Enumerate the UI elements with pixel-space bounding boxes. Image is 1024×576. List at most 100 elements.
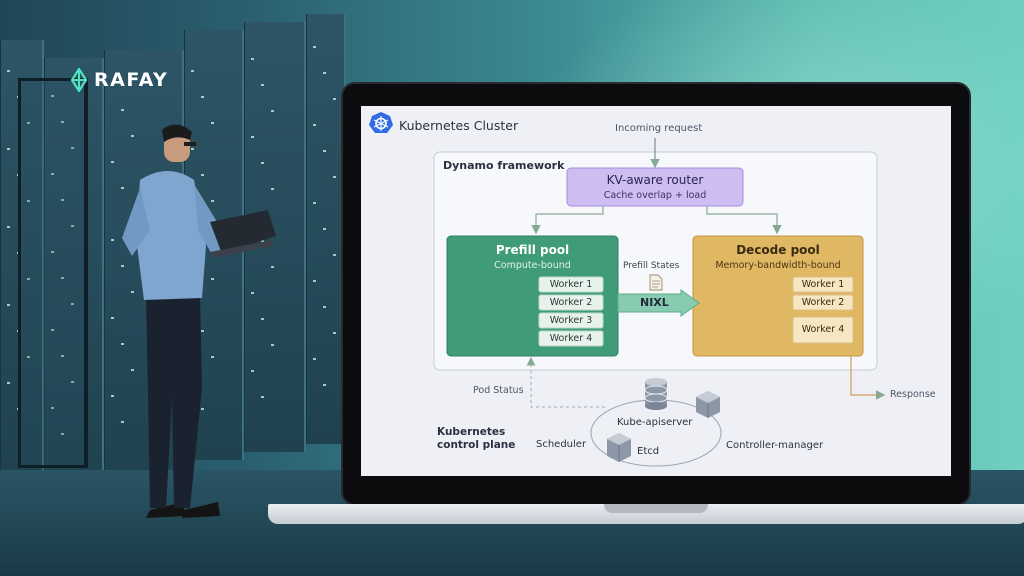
rack-led xyxy=(27,122,30,124)
decode-worker-label: Worker 4 xyxy=(801,324,845,335)
rack-led xyxy=(333,332,336,334)
rack-led xyxy=(121,187,124,189)
rack-led xyxy=(51,251,54,253)
rack-led xyxy=(61,199,64,201)
prefill-worker[interactable] xyxy=(538,294,604,311)
server-rack xyxy=(0,40,44,470)
rack-led xyxy=(211,356,214,358)
rack-led xyxy=(61,355,64,357)
server-cube-icon xyxy=(607,433,631,462)
server-rack xyxy=(306,14,346,444)
kv-router-box[interactable] xyxy=(566,167,744,207)
rack-led xyxy=(323,306,326,308)
rack-led xyxy=(7,382,10,384)
prefill-states-label: Prefill States xyxy=(623,261,680,271)
rafay-logo-icon xyxy=(70,68,88,92)
rack-led xyxy=(27,356,30,358)
prefill-worker-label: Worker 1 xyxy=(549,279,593,290)
rack-led xyxy=(201,330,204,332)
pod-status-label: Pod Status xyxy=(473,385,524,396)
nixl-transfer-arrow xyxy=(617,289,700,317)
rack-led xyxy=(71,225,74,227)
rack-led xyxy=(251,58,254,60)
person-with-laptop xyxy=(122,124,276,518)
rack-led xyxy=(111,395,114,397)
rack-led xyxy=(121,265,124,267)
controller-manager-label: Controller-manager xyxy=(726,440,824,451)
laptop-base xyxy=(268,504,1024,524)
rack-led xyxy=(261,396,264,398)
prefill-worker-label: Worker 3 xyxy=(549,315,593,326)
prefill-worker[interactable] xyxy=(538,312,604,329)
rack-led xyxy=(7,148,10,150)
prefill-subtitle: Compute-bound xyxy=(494,260,571,271)
decode-subtitle: Memory-bandwidth-bound xyxy=(715,260,841,271)
rack-led xyxy=(271,188,274,190)
decode-worker[interactable] xyxy=(792,276,854,293)
rack-led xyxy=(261,318,264,320)
router-to-prefill-arrow xyxy=(531,206,604,235)
rack-led xyxy=(51,407,54,409)
rack-led xyxy=(111,239,114,241)
rack-led xyxy=(261,84,264,86)
rack-led xyxy=(121,109,124,111)
rack-led xyxy=(271,344,274,346)
rack-led xyxy=(271,110,274,112)
decode-worker[interactable] xyxy=(792,294,854,311)
rack-led xyxy=(191,148,194,150)
prefill-worker[interactable] xyxy=(538,276,604,293)
rack-led xyxy=(61,277,64,279)
door-frame xyxy=(18,78,88,468)
decode-title: Decode pool xyxy=(736,243,820,257)
rack-led xyxy=(251,370,254,372)
server-rack xyxy=(44,58,104,488)
rack-led xyxy=(131,135,134,137)
laptop-notch xyxy=(604,504,708,513)
rack-led xyxy=(313,280,316,282)
rafay-logo: RAFAY xyxy=(68,68,168,92)
rack-led xyxy=(313,202,316,204)
kubernetes-logo-icon xyxy=(369,112,393,133)
rack-led xyxy=(131,291,134,293)
rack-led xyxy=(211,200,214,202)
rack-led xyxy=(333,176,336,178)
server-cube-icon xyxy=(696,391,720,418)
rack-led xyxy=(333,254,336,256)
scheduler-label: Scheduler xyxy=(536,439,587,450)
rack-led xyxy=(71,303,74,305)
decode-worker-label: Worker 2 xyxy=(801,297,845,308)
rack-led xyxy=(261,162,264,164)
control-plane-label: Kubernetes control plane xyxy=(437,426,516,451)
rack-led xyxy=(121,421,124,423)
rack-led xyxy=(51,173,54,175)
incoming-request-label: Incoming request xyxy=(615,123,703,134)
rack-led xyxy=(111,161,114,163)
decode-worker[interactable] xyxy=(792,316,854,344)
rack-led xyxy=(251,292,254,294)
rack-led xyxy=(201,96,204,98)
prefill-title: Prefill pool xyxy=(495,243,570,257)
rack-led xyxy=(313,124,316,126)
architecture-diagram xyxy=(369,112,886,467)
rack-led xyxy=(7,304,10,306)
rack-led xyxy=(201,408,204,410)
rack-led xyxy=(7,70,10,72)
rack-led xyxy=(51,329,54,331)
rack-led xyxy=(251,136,254,138)
rack-led xyxy=(323,72,326,74)
rack-led xyxy=(191,70,194,72)
prefill-worker[interactable] xyxy=(538,330,604,347)
rack-led xyxy=(7,226,10,228)
laptop-screen: Kubernetes Cluster Incoming request Dyna… xyxy=(361,106,951,476)
rack-led xyxy=(61,433,64,435)
rack-led xyxy=(111,83,114,85)
rack-led xyxy=(121,343,124,345)
router-to-decode-arrow xyxy=(706,206,782,235)
rack-led xyxy=(131,369,134,371)
etcd-label: Etcd xyxy=(637,446,660,457)
rack-led xyxy=(211,278,214,280)
logo-text: RAFAY xyxy=(94,69,169,91)
rack-led xyxy=(71,147,74,149)
rack-led xyxy=(201,174,204,176)
decode-worker-label: Worker 1 xyxy=(801,279,845,290)
